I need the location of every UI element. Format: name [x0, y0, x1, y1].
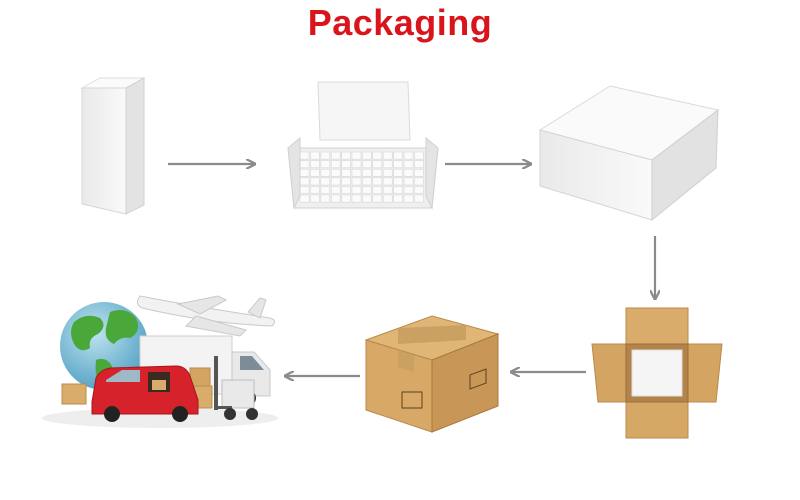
grid-cell: [299, 177, 310, 186]
grid-cell: [330, 160, 341, 169]
sealed-cardboard-carton-icon: [364, 315, 500, 433]
grid-cell: [414, 177, 424, 186]
grid-cell: [372, 151, 383, 160]
grid-cell: [351, 168, 362, 177]
grid-cell: [341, 194, 351, 203]
grid-cell: [372, 177, 383, 186]
grid-cell: [341, 151, 351, 160]
grid-cell: [320, 160, 331, 169]
grid-cell: [372, 194, 383, 203]
grid-cell: [341, 160, 351, 169]
page-title: Packaging: [307, 2, 493, 43]
grid-cell: [351, 160, 362, 169]
grid-cell: [320, 151, 331, 160]
grid-cell: [414, 168, 424, 177]
grid-cell: [414, 186, 424, 194]
grid-cell: [299, 194, 310, 203]
grid-cell: [320, 168, 331, 177]
grid-cell: [393, 186, 403, 194]
grid-cell: [330, 151, 341, 160]
grid-cell: [299, 186, 310, 194]
grid-cell: [330, 177, 341, 186]
grid-cell: [403, 186, 414, 194]
open-cardboard-carton-icon: [591, 307, 723, 439]
grid-cell: [351, 194, 362, 203]
grid-cell: [382, 177, 393, 186]
single-white-box-icon: [80, 77, 146, 215]
grid-cell: [362, 177, 372, 186]
forklift-icon: [214, 356, 258, 420]
grid-cell: [362, 151, 372, 160]
grid-cell: [372, 160, 383, 169]
white-master-box-icon: [538, 85, 720, 222]
airplane-icon: [136, 295, 276, 337]
grid-cell: [330, 194, 341, 203]
grid-cell: [382, 194, 393, 203]
grid-cell: [299, 168, 310, 177]
grid-cell: [310, 194, 320, 203]
grid-cell: [403, 151, 414, 160]
grid-cell: [403, 194, 414, 203]
grid-cell: [330, 168, 341, 177]
grid-cell: [393, 151, 403, 160]
grid-cell: [320, 186, 331, 194]
grid-cell: [414, 160, 424, 169]
grid-cell: [393, 160, 403, 169]
grid-cell: [320, 194, 331, 203]
grid-cell: [382, 186, 393, 194]
grid-cell: [382, 168, 393, 177]
grid-cell: [372, 168, 383, 177]
grid-cell: [341, 177, 351, 186]
grid-cell: [362, 168, 372, 177]
grid-insert: [299, 151, 424, 203]
grid-cell: [310, 151, 320, 160]
grid-cell: [330, 186, 341, 194]
grid-cell: [403, 177, 414, 186]
grid-cell: [393, 168, 403, 177]
grid-cell: [414, 194, 424, 203]
grid-cell: [372, 186, 383, 194]
grid-cell: [351, 186, 362, 194]
grid-cell: [382, 160, 393, 169]
grid-cell: [341, 186, 351, 194]
grid-cell: [403, 168, 414, 177]
grid-cell: [362, 160, 372, 169]
grid-cell: [320, 177, 331, 186]
grid-cell: [310, 168, 320, 177]
grid-cell: [310, 160, 320, 169]
shipping-logistics-icon: [42, 295, 278, 428]
grid-cell: [351, 177, 362, 186]
van-icon: [91, 365, 199, 422]
grid-cell: [299, 160, 310, 169]
grid-cell: [351, 151, 362, 160]
grid-cell: [414, 151, 424, 160]
grid-cell: [310, 186, 320, 194]
grid-cell: [382, 151, 393, 160]
grid-cell: [362, 186, 372, 194]
grid-cell: [310, 177, 320, 186]
grid-cell: [393, 177, 403, 186]
grid-cell: [362, 194, 372, 203]
grid-cell: [403, 160, 414, 169]
grid-cell: [341, 168, 351, 177]
open-box-with-grid-insert-icon: [287, 81, 439, 210]
grid-cell: [299, 151, 310, 160]
grid-cell: [393, 194, 403, 203]
